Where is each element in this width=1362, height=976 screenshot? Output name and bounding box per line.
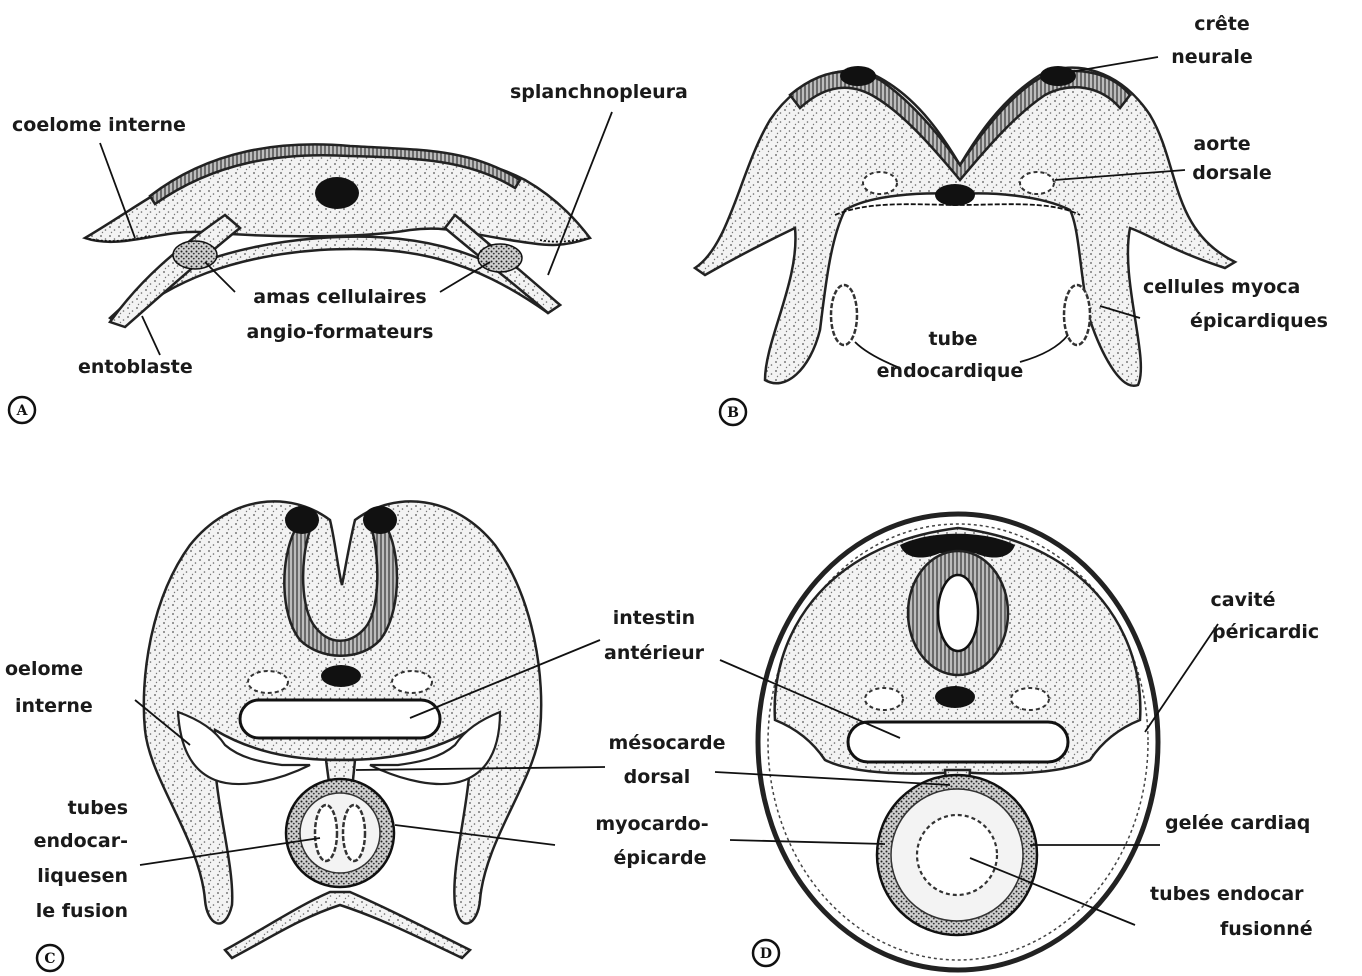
panel-a-label-entoblaste: entoblaste bbox=[78, 356, 193, 378]
panel-a-left-angio-cluster bbox=[173, 241, 217, 269]
panel-a: coelome interne splanchnopleura amas cel… bbox=[9, 81, 688, 423]
panel-a-label-coelome-interne: coelome interne bbox=[12, 114, 186, 136]
panel-c-right-neural-crest bbox=[363, 506, 397, 534]
panel-b-label-neurale: neurale bbox=[1171, 46, 1253, 68]
panel-b-label-dorsale: dorsale bbox=[1192, 162, 1272, 184]
panel-a-letter: A bbox=[16, 403, 29, 419]
panel-a-leader-splanchno bbox=[548, 112, 612, 275]
panel-c-label-liquesen: liquesen bbox=[37, 865, 128, 887]
panel-c-left-aorta bbox=[248, 671, 288, 693]
panel-b-leader-tube-right bbox=[1020, 335, 1068, 362]
panel-d: cavité péricardic gelée cardiaq tubes en… bbox=[715, 514, 1319, 970]
panel-b-label-epicardiques: épicardiques bbox=[1190, 310, 1328, 332]
panel-c-label-dorsal: dorsal bbox=[624, 766, 691, 788]
panel-b-leader-crete bbox=[1070, 57, 1158, 72]
panel-a-label-amas: amas cellulaires bbox=[253, 286, 426, 308]
panel-b-letter: B bbox=[727, 405, 739, 421]
panel-c-label-endocar: endocar- bbox=[34, 830, 128, 852]
panel-c-right-aorta bbox=[392, 671, 432, 693]
panel-c-label-intestin: intestin bbox=[613, 607, 695, 629]
panel-c-label-mesocarde: mésocarde bbox=[609, 732, 726, 754]
panel-b-label-cellules: cellules myoca bbox=[1143, 276, 1300, 298]
panel-c-foregut bbox=[240, 700, 440, 738]
panel-c-label-interne: interne bbox=[15, 695, 93, 717]
panel-b-left-neural-crest bbox=[840, 66, 876, 86]
panel-c-label-myocardo: myocardo- bbox=[595, 813, 708, 835]
panel-b-label-tube: tube bbox=[928, 328, 977, 350]
panel-d-label-cavite: cavité bbox=[1211, 589, 1276, 611]
panel-a-leader-entoblaste bbox=[142, 316, 160, 355]
panel-d-neural-canal bbox=[938, 575, 978, 651]
panel-b-label-crete: crête bbox=[1194, 13, 1250, 35]
panel-b-label-aorte: aorte bbox=[1193, 133, 1250, 155]
panel-c-notochord bbox=[321, 665, 361, 687]
panel-d-right-aorta bbox=[1011, 688, 1049, 710]
panel-b-left-endocardial-tube bbox=[831, 285, 857, 345]
panel-c-letter: C bbox=[44, 951, 55, 967]
panel-c-label-tubes: tubes bbox=[68, 797, 128, 819]
panel-d-left-aorta bbox=[865, 688, 903, 710]
panel-c-label-coelome: oelome bbox=[5, 658, 83, 680]
panel-c-left-neural-crest bbox=[285, 506, 319, 534]
panel-a-label-angio: angio-formateurs bbox=[247, 321, 434, 343]
panel-c: oelome interne intestin antérieur mésoca… bbox=[5, 501, 726, 971]
panel-d-notochord bbox=[935, 686, 975, 708]
panel-b: crête neurale aorte dorsale cellules myo… bbox=[695, 13, 1328, 425]
panel-d-leader-cavite bbox=[1145, 624, 1218, 732]
panel-d-foregut bbox=[848, 722, 1068, 762]
panel-b-left-aorta bbox=[863, 172, 897, 194]
panel-b-gut-roof bbox=[835, 204, 1080, 215]
panel-d-fused-endocardial-tube bbox=[917, 815, 997, 895]
panel-c-heart-jelly bbox=[300, 793, 380, 873]
panel-b-right-neural-crest bbox=[1040, 66, 1076, 86]
panel-d-letter: D bbox=[760, 946, 772, 962]
panel-d-label-gelee: gelée cardiaq bbox=[1165, 812, 1310, 834]
panel-c-label-fusion: le fusion bbox=[36, 900, 128, 922]
panel-d-label-pericardic: péricardic bbox=[1212, 621, 1319, 643]
panel-a-notochord bbox=[315, 177, 359, 209]
panel-a-right-angio-cluster bbox=[478, 244, 522, 272]
panel-a-label-splanchnopleura: splanchnopleura bbox=[510, 81, 688, 103]
panel-b-label-endocardique: endocardique bbox=[877, 360, 1024, 382]
panel-c-label-epicarde: épicarde bbox=[614, 847, 707, 869]
panel-c-endocardial-tube-left bbox=[315, 805, 337, 861]
panel-d-label-fusionne: fusionné bbox=[1220, 918, 1313, 940]
panel-d-label-tubes-endocar: tubes endocar bbox=[1150, 883, 1304, 905]
panel-c-label-anterieur: antérieur bbox=[604, 642, 705, 664]
panel-b-right-aorta bbox=[1020, 172, 1054, 194]
panel-b-notochord bbox=[935, 184, 975, 206]
panel-c-ventral-ectoderm bbox=[225, 892, 470, 958]
panel-c-endocardial-tube-right bbox=[343, 805, 365, 861]
